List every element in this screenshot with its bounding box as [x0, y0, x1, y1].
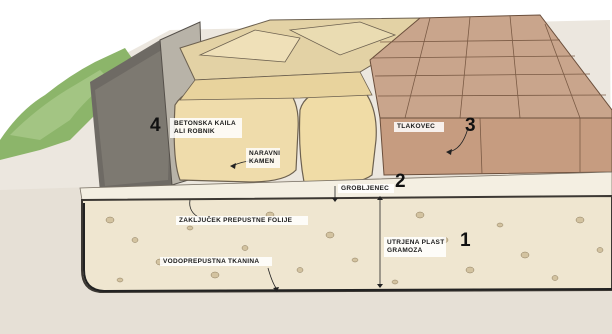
number-2-bedding: 2: [395, 172, 406, 192]
label-bedding: GROBLJENEC: [341, 185, 389, 193]
label-paver: TLAKOVEC: [397, 123, 435, 131]
label-natural-stone-line1: NARAVNI: [249, 150, 280, 158]
number-3-paver: 3: [465, 116, 476, 136]
label-gravel-base-line2: GRAMOZA: [387, 247, 423, 255]
label-natural-stone-line2: KAMEN: [249, 158, 274, 166]
label-gravel-base-line1: UTRJENA PLAST: [387, 239, 444, 247]
label-geotextile: VODOPREPUSTNA TKANINA: [163, 258, 259, 266]
label-concrete-kerb-line1: BETONSKA KAILA: [174, 120, 236, 128]
natural-stone-front-right: [300, 90, 377, 184]
number-1-base: 1: [460, 231, 471, 251]
label-concrete-kerb-line2: ALI ROBNIK: [174, 128, 215, 136]
gravel-base: [82, 196, 612, 292]
number-4-kerb: 4: [150, 116, 161, 136]
label-fabric-end: ZAKLJUČEK PREPUSTNE FOLIJE: [179, 217, 292, 225]
